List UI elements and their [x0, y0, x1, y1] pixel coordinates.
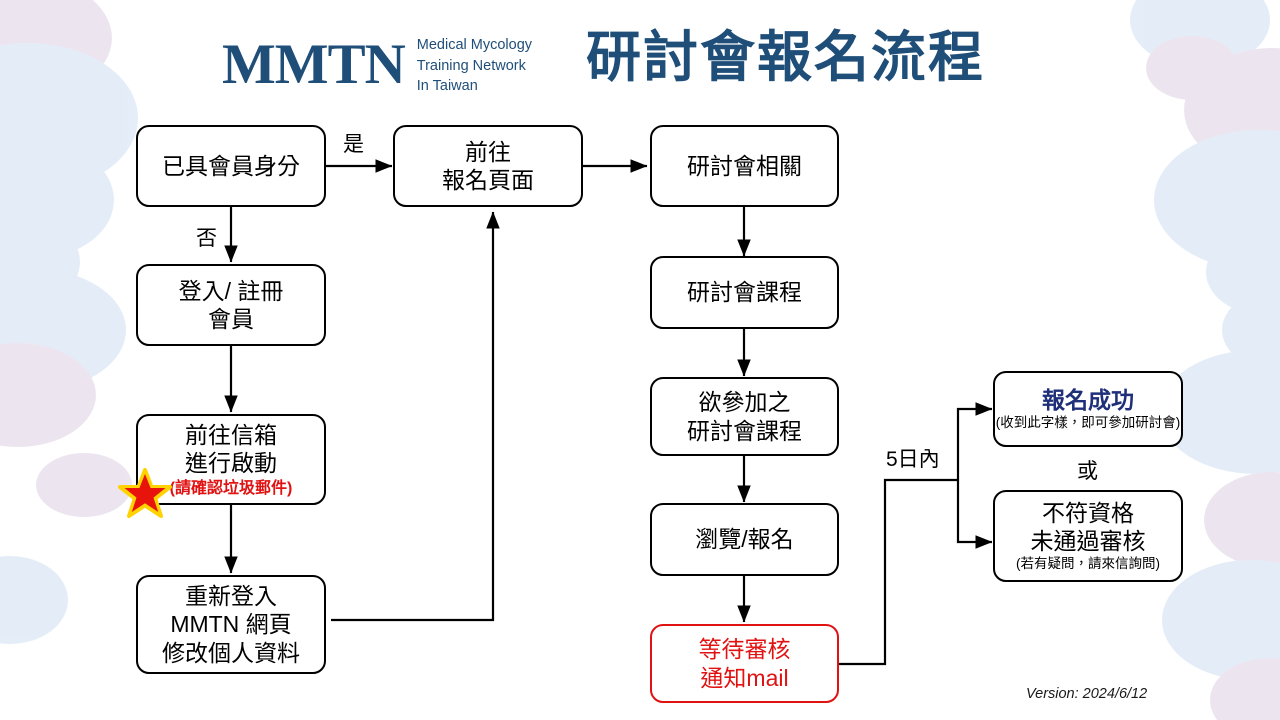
logo-subtitle-line-3: In Taiwan	[416, 78, 478, 95]
node-go-registration-line-1: 前往	[465, 138, 511, 165]
node-await-review-line-1: 等待審核	[698, 636, 791, 663]
logo-wordmark: MMTN	[222, 32, 406, 96]
node-registration-success-note: (收到此字樣，即可參加研討會)	[995, 415, 1181, 431]
node-await-review[interactable]: 等待審核 通知mail	[650, 624, 839, 703]
node-go-registration-line-2: 報名頁面	[442, 167, 534, 193]
node-await-review-line-2: 通知mail	[700, 664, 789, 691]
node-login-register-line-2: 會員	[208, 306, 254, 332]
node-login-register-line-1: 登入/ 註冊	[178, 277, 284, 304]
node-activate-email-line-2: 進行啟動	[185, 449, 277, 476]
edge-label-within-five-days: 5日內	[886, 448, 940, 471]
node-not-qualified[interactable]: 不符資格 未通過審核 (若有疑問，請來信詢問)	[993, 490, 1183, 582]
node-relogin-line-3: 修改個人資料	[162, 639, 300, 666]
node-not-qualified-note: (若有疑問，請來信詢問)	[1016, 556, 1160, 572]
node-relogin-line-2: MMTN 網頁	[170, 611, 292, 638]
node-not-qualified-line-1: 不符資格	[1042, 500, 1134, 527]
edge-split-to-success	[956, 402, 993, 480]
version-label: Version: 2024/6/12	[1026, 686, 1148, 702]
page-title: 研討會報名流程	[586, 26, 986, 88]
node-relogin-line-1: 重新登入	[185, 583, 277, 610]
edge-await-to-split	[837, 478, 958, 666]
node-seminar-courses[interactable]: 研討會課程	[650, 256, 839, 329]
node-member-check[interactable]: 已具會員身分	[136, 125, 326, 207]
node-seminar-related[interactable]: 研討會相關	[650, 125, 839, 207]
mmtn-logo: MMTN Medical Mycology Training Network I…	[222, 32, 532, 97]
node-go-registration-page[interactable]: 前往 報名頁面	[393, 125, 583, 207]
edge-relogin-loop-to-registration	[331, 211, 500, 622]
node-browse-register-line-1: 瀏覽/報名	[695, 526, 794, 553]
node-seminar-related-line-1: 研討會相關	[687, 152, 802, 179]
node-browse-register[interactable]: 瀏覽/報名	[650, 503, 839, 576]
node-registration-success[interactable]: 報名成功 (收到此字樣，即可參加研討會)	[993, 371, 1183, 447]
star-icon	[118, 468, 172, 518]
logo-subtitle-line-2: Training Network	[416, 57, 526, 74]
node-desired-courses-line-1: 欲參加之	[698, 389, 791, 416]
node-login-register[interactable]: 登入/ 註冊 會員	[136, 264, 326, 346]
node-member-check-line-1: 已具會員身分	[162, 152, 300, 179]
node-seminar-courses-line-1: 研討會課程	[687, 279, 802, 306]
node-relogin-edit-profile[interactable]: 重新登入 MMTN 網頁 修改個人資料	[136, 575, 326, 674]
node-activate-email-note: (請確認垃圾郵件)	[169, 479, 293, 497]
node-desired-courses[interactable]: 欲參加之 研討會課程	[650, 377, 839, 456]
node-activate-email-line-1: 前往信箱	[185, 421, 277, 448]
node-activate-email[interactable]: 前往信箱 進行啟動 (請確認垃圾郵件)	[136, 414, 326, 505]
edge-label-or: 或	[1077, 460, 1098, 483]
node-not-qualified-line-2: 未通過審核	[1030, 528, 1146, 555]
node-desired-courses-line-2: 研討會課程	[687, 417, 802, 444]
edge-split-to-rejected	[956, 480, 993, 549]
logo-subtitle-line-1: Medical Mycology	[416, 37, 533, 53]
edge-label-yes: 是	[343, 133, 364, 156]
edge-label-no: 否	[196, 227, 217, 250]
logo-subtitle: Medical Mycology Training Network In Tai…	[417, 32, 532, 97]
node-registration-success-headline: 報名成功	[1042, 386, 1134, 413]
